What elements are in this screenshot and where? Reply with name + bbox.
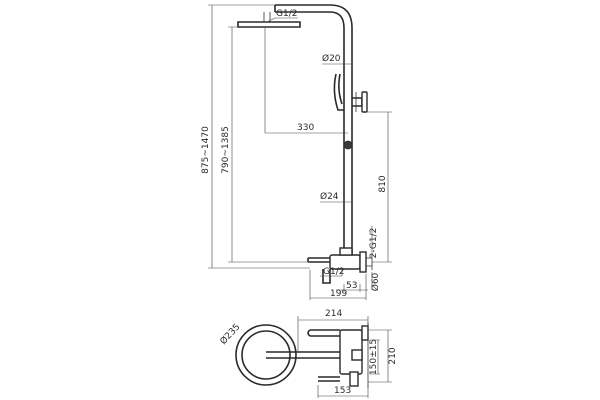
dim-line-wall-depth <box>368 329 392 383</box>
label-escutcheon-diameter: Ø60 <box>370 272 381 291</box>
dim-overall-height: 875~1470 <box>201 126 211 174</box>
dim-top-depth: 153 <box>334 386 351 396</box>
dim-line-inlet-spacing <box>370 339 380 375</box>
label-mixer-thread: G1/2 <box>323 267 344 277</box>
holder-knob <box>361 91 368 113</box>
dim-inlet-spacing: 150±15 <box>369 339 379 375</box>
plan-top-handle <box>307 329 340 337</box>
head-outer-circle <box>235 324 297 386</box>
dim-mixer-depth: 199 <box>330 289 347 299</box>
label-rail-diameter: Ø24 <box>320 191 339 202</box>
label-outlet-thread: G1/2 <box>276 9 297 19</box>
mixer-lever <box>307 257 330 263</box>
dim-line-mixer-depth <box>309 270 367 300</box>
holder-bracket <box>352 97 363 107</box>
dim-line-top-width <box>297 316 369 352</box>
head-inner-circle <box>241 330 291 380</box>
plan-lower-handle <box>318 376 340 382</box>
top-bend <box>275 4 353 29</box>
leader-outlet-thread <box>266 17 298 23</box>
dim-line-rail-height <box>367 111 392 263</box>
front-elevation <box>237 4 373 284</box>
label-inlet-thread: 2-G1/2 <box>369 228 379 259</box>
shower-head-plate <box>237 21 301 28</box>
slide-ball <box>343 140 353 150</box>
top-view <box>235 322 369 388</box>
dim-top-width: 214 <box>325 309 342 319</box>
mixer-diverter <box>339 247 353 256</box>
dim-spout-offset: 53 <box>346 281 357 291</box>
leader-mixer-thread <box>320 270 343 277</box>
dim-line-top-depth <box>317 385 369 398</box>
dim-line-adjustable-height <box>228 26 308 263</box>
dim-arm-length: 330 <box>297 123 314 133</box>
arm-plan <box>266 351 345 359</box>
top-dimensions: Ø235 214 210 150±15 153 <box>218 309 398 398</box>
dim-line-arm-length <box>264 27 348 134</box>
plan-mid-block <box>351 349 363 361</box>
dim-rail-height: 810 <box>378 175 388 192</box>
plan-top-knob <box>361 325 369 341</box>
dim-adjustable-height: 790~1385 <box>221 126 231 174</box>
dim-line-spout-offset <box>336 284 368 292</box>
front-dimensions: 875~1470 790~1385 G1/2 Ø20 330 810 Ø24 2… <box>201 4 392 300</box>
label-tube-diameter: Ø20 <box>322 53 341 64</box>
plan-lower-knob <box>349 371 359 387</box>
wall-escutcheon <box>359 251 367 273</box>
shower-head-connector <box>263 12 271 22</box>
riser-tube <box>343 28 353 255</box>
hand-shower-body <box>333 73 344 111</box>
dim-wall-depth: 210 <box>388 347 398 364</box>
dim-line-overall-height <box>208 4 310 269</box>
